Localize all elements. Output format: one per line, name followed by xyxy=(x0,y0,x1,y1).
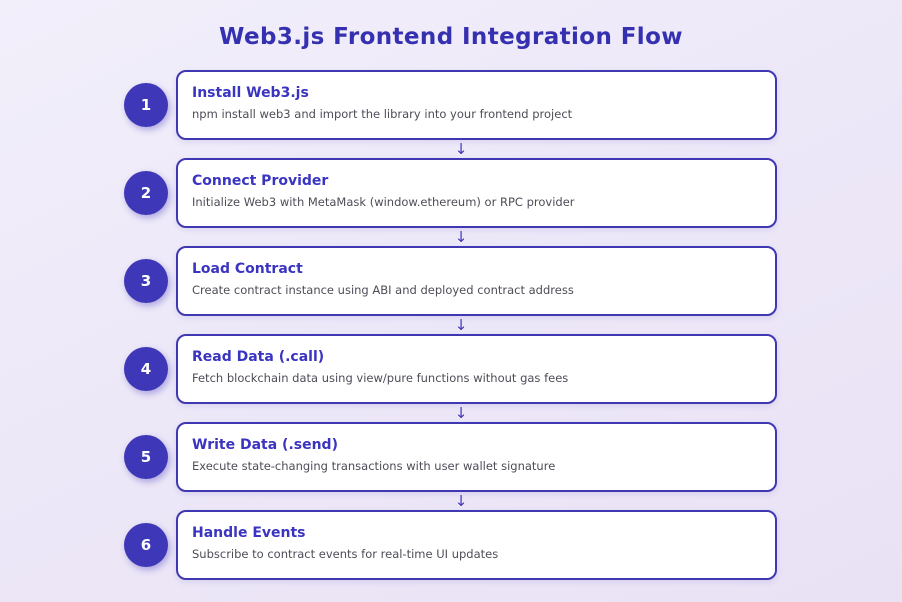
step-description: Create contract instance using ABI and d… xyxy=(192,283,574,297)
step-description: Fetch blockchain data using view/pure fu… xyxy=(192,371,569,385)
step-description: Initialize Web3 with MetaMask (window.et… xyxy=(192,195,575,209)
down-arrow-icon: ↓ xyxy=(454,492,468,510)
step-number-badge: 5 xyxy=(124,435,168,479)
step-number-badge: 2 xyxy=(124,171,168,215)
step-card: Install Web3.js npm install web3 and imp… xyxy=(176,70,777,140)
step-title: Write Data (.send) xyxy=(192,437,338,453)
step-number-badge: 6 xyxy=(124,523,168,567)
step-description: npm install web3 and import the library … xyxy=(192,107,573,121)
step-title: Install Web3.js xyxy=(192,85,309,101)
step-card: Connect Provider Initialize Web3 with Me… xyxy=(176,158,777,228)
down-arrow-icon: ↓ xyxy=(454,228,468,246)
down-arrow-icon: ↓ xyxy=(454,316,468,334)
step-card: Write Data (.send) Execute state-changin… xyxy=(176,422,777,492)
step-number-badge: 3 xyxy=(124,259,168,303)
step-description: Subscribe to contract events for real-ti… xyxy=(192,547,499,561)
step-title: Load Contract xyxy=(192,261,303,277)
step-title: Read Data (.call) xyxy=(192,349,325,365)
step-description: Execute state-changing transactions with… xyxy=(192,459,556,473)
step-number-badge: 4 xyxy=(124,347,168,391)
step-title: Connect Provider xyxy=(192,173,329,189)
step-card: Handle Events Subscribe to contract even… xyxy=(176,510,777,580)
page-title: Web3.js Frontend Integration Flow xyxy=(219,24,683,50)
down-arrow-icon: ↓ xyxy=(454,404,468,422)
step-title: Handle Events xyxy=(192,525,306,541)
step-number-badge: 1 xyxy=(124,83,168,127)
down-arrow-icon: ↓ xyxy=(454,140,468,158)
step-card: Load Contract Create contract instance u… xyxy=(176,246,777,316)
step-card: Read Data (.call) Fetch blockchain data … xyxy=(176,334,777,404)
